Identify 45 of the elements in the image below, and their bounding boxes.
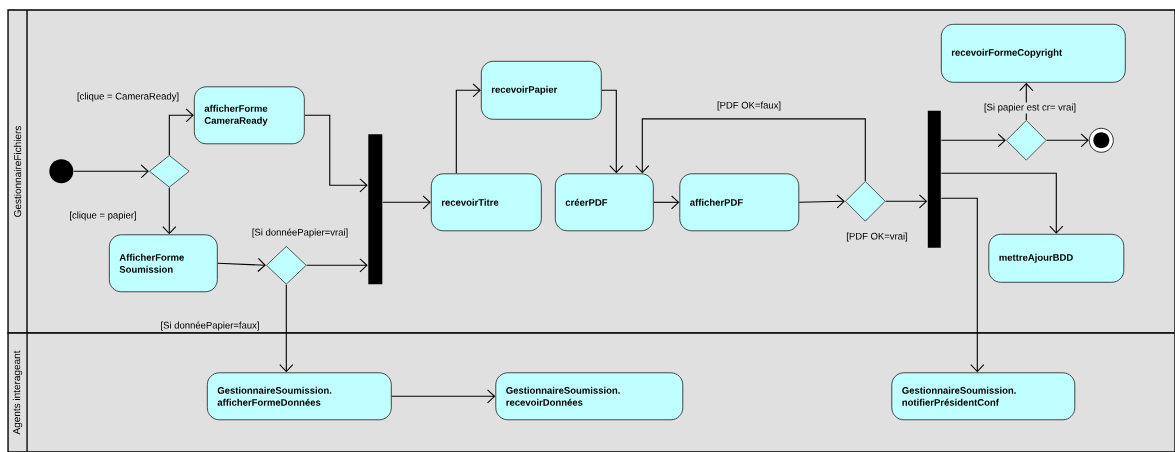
edge-label: [clique = CameraReady] bbox=[75, 91, 181, 103]
arrow bbox=[635, 118, 866, 182]
activity-box: AfficherForme Soumission bbox=[108, 234, 218, 293]
activity-box: recevoirFormeCopyright bbox=[940, 23, 1126, 83]
activity-box: recevoirPapier bbox=[480, 60, 602, 120]
activity-box: recevoirTitre bbox=[430, 173, 542, 232]
edge-label: [Si donnéePapier=faux] bbox=[159, 320, 261, 332]
activity-box: GestionnaireSoumission. recevoirDonnées bbox=[495, 372, 684, 421]
arrow bbox=[304, 114, 368, 193]
activity-box: afficherPDF bbox=[679, 173, 800, 232]
arrow bbox=[168, 108, 194, 156]
arrow bbox=[217, 257, 266, 272]
arrow bbox=[653, 195, 680, 210]
arrow bbox=[306, 258, 368, 273]
edge-label: [Si papier est cr= vrai] bbox=[982, 102, 1078, 114]
fork-bar bbox=[368, 134, 383, 285]
arrow bbox=[940, 197, 985, 373]
decision-diamond bbox=[845, 181, 886, 222]
activity-box: GestionnaireSoumission. afficherFormeDonnées bbox=[206, 372, 392, 421]
arrow bbox=[1019, 82, 1034, 121]
arrow bbox=[798, 194, 845, 209]
arrow bbox=[162, 187, 177, 235]
edge-label: [PDF OK=vrai] bbox=[845, 231, 909, 243]
activity-box: créerPDF bbox=[554, 173, 654, 232]
arrow bbox=[73, 164, 149, 179]
activity-box: afficherForme CameraReady bbox=[193, 86, 305, 145]
edge-label: [Si donnéePapier=vrai] bbox=[250, 227, 350, 239]
arrow bbox=[391, 389, 496, 404]
edge-label: [clique = papier] bbox=[68, 210, 138, 222]
activity-box: GestionnaireSoumission. notifierPrésidentConf bbox=[891, 372, 1076, 421]
edge-label: [PDF OK=faux] bbox=[715, 100, 783, 112]
end-circle bbox=[1088, 127, 1114, 153]
arrow bbox=[382, 195, 431, 210]
arrow bbox=[601, 89, 624, 174]
decision-diamond bbox=[1006, 120, 1047, 161]
decision-diamond bbox=[149, 155, 190, 188]
arrow bbox=[1046, 133, 1089, 148]
arrow bbox=[279, 284, 294, 373]
arrow bbox=[940, 172, 1064, 234]
decision-diamond bbox=[266, 246, 307, 285]
start-dot bbox=[49, 159, 74, 184]
arrow bbox=[885, 194, 928, 209]
activity-box: mettreAjourBDD bbox=[988, 233, 1125, 283]
arrow bbox=[940, 133, 1006, 148]
arrow bbox=[455, 83, 481, 174]
